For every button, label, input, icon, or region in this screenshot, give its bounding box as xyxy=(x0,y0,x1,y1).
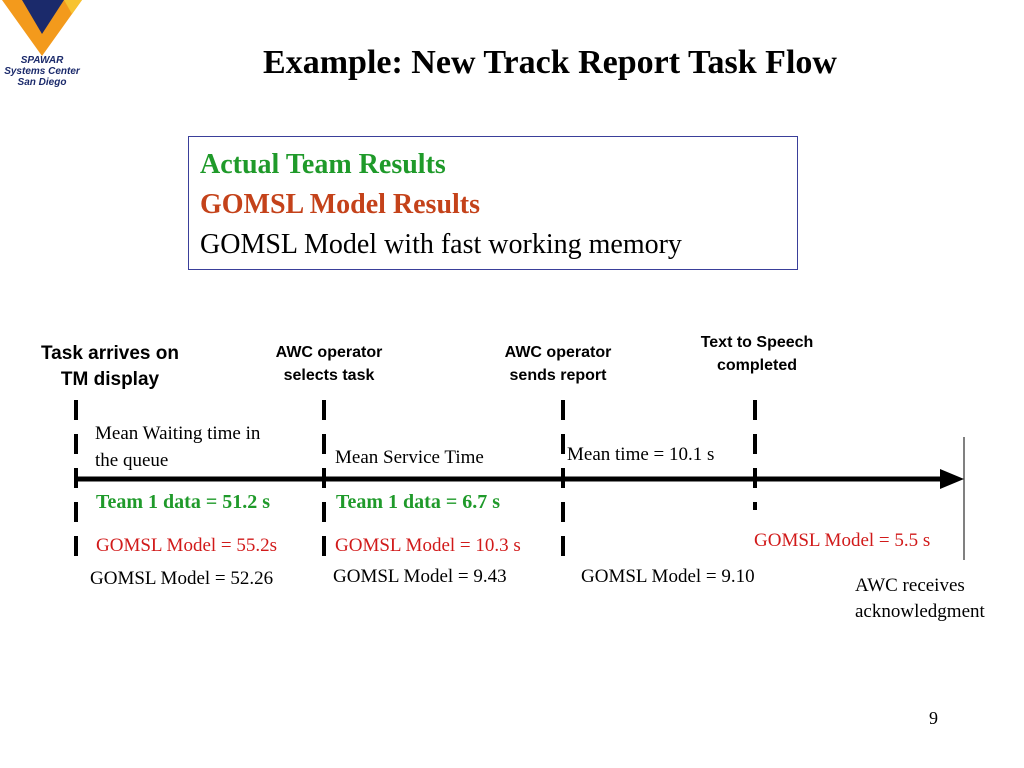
event-task-arrives-line-2: TM display xyxy=(60,369,160,390)
logo-line-3: San Diego xyxy=(17,77,67,88)
legend-actual-team: Actual Team Results xyxy=(200,149,446,180)
logo-line-2: Systems Center xyxy=(4,66,80,77)
timeline-arrowhead xyxy=(940,469,964,489)
event-task-arrives: Task arrives on TM display xyxy=(10,341,210,393)
segment-report-label: Mean time = 10.1 s xyxy=(567,444,715,465)
event-acknowledgment-line-1: AWC receives xyxy=(855,575,965,596)
waiting-team-result: Team 1 data = 51.2 s xyxy=(96,491,271,513)
spawar-emblem-icon xyxy=(2,0,82,56)
spawar-logo: SPAWAR Systems Center San Diego xyxy=(0,0,110,96)
waiting-gomsl-result: GOMSL Model = 55.2s xyxy=(96,535,278,556)
legend-gomsl-fast-memory: GOMSL Model with fast working memory xyxy=(200,229,682,260)
service-team-result: Team 1 data = 6.7 s xyxy=(336,491,501,513)
event-acknowledgment: AWC receives acknowledgment xyxy=(855,573,985,625)
event-tts-completed-line-1: Text to Speech xyxy=(700,334,814,351)
event-operator-selects-line-1: AWC operator xyxy=(275,344,383,361)
legend-gomsl-model: GOMSL Model Results xyxy=(200,189,481,220)
waiting-fast-memory-result: GOMSL Model = 52.26 xyxy=(90,568,274,589)
event-operator-sends-line-1: AWC operator xyxy=(504,344,612,361)
service-fast-memory-result: GOMSL Model = 9.43 xyxy=(333,566,507,587)
event-tts-completed-line-2: completed xyxy=(716,357,797,374)
tts-gomsl-result: GOMSL Model = 5.5 s xyxy=(754,530,931,551)
segment-waiting-label-line-1: Mean Waiting time in xyxy=(95,423,261,444)
event-tts-completed: Text to Speech completed xyxy=(657,331,857,377)
event-operator-selects-line-2: selects task xyxy=(283,367,375,384)
service-gomsl-result: GOMSL Model = 10.3 s xyxy=(335,535,521,556)
event-acknowledgment-line-2: acknowledgment xyxy=(855,601,985,622)
logo-line-1: SPAWAR xyxy=(20,55,64,66)
report-fast-memory-result: GOMSL Model = 9.10 xyxy=(581,566,755,587)
segment-service-label: Mean Service Time xyxy=(335,447,484,468)
event-operator-sends-line-2: sends report xyxy=(509,367,607,384)
event-operator-sends: AWC operator sends report xyxy=(458,341,658,387)
segment-waiting-label: Mean Waiting time in the queue xyxy=(95,420,260,474)
event-task-arrives-line-1: Task arrives on xyxy=(40,343,179,364)
event-operator-selects: AWC operator selects task xyxy=(229,341,429,387)
legend-box: Actual Team Results GOMSL Model Results … xyxy=(188,136,798,270)
slide-title: Example: New Track Report Task Flow xyxy=(263,44,837,81)
segment-waiting-label-line-2: the queue xyxy=(95,450,169,471)
page-number: 9 xyxy=(929,708,938,728)
